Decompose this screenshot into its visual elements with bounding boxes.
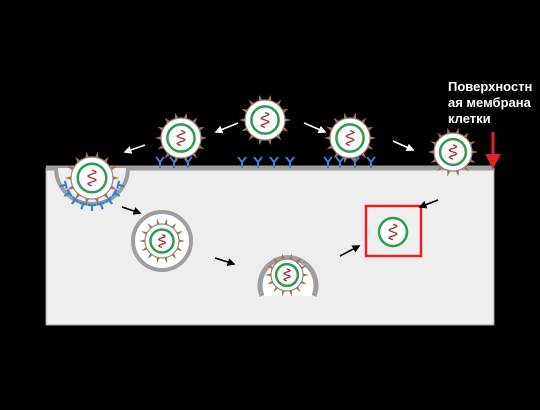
spike: [156, 218, 160, 225]
spike: [324, 136, 331, 140]
spike: [447, 170, 451, 177]
spike: [284, 118, 291, 122]
spike: [65, 176, 72, 180]
arrow-icon: [418, 199, 439, 209]
spike: [94, 197, 99, 205]
endocytic-pit: [54, 151, 130, 211]
membrane-pointer-arrow: [485, 132, 501, 169]
uncoated-capsid-icon: [377, 216, 409, 248]
receptor-icon: [66, 188, 73, 197]
spike: [282, 290, 285, 297]
receptor-icon: [71, 196, 80, 203]
spike: [94, 151, 99, 159]
arrow-icon: [121, 206, 142, 215]
receptor-icon: [269, 156, 279, 168]
genome-icon: [345, 129, 355, 147]
spike: [85, 151, 90, 159]
spike: [200, 136, 207, 140]
spike: [164, 257, 168, 264]
genome-icon: [388, 223, 398, 241]
receptor-icon: [79, 201, 88, 206]
receptor-icon: [323, 156, 333, 168]
arrow-icon: [214, 122, 239, 134]
spike: [352, 157, 357, 164]
receptor-icon: [237, 156, 247, 168]
membrane-label: Поверхностная мембрана клетки: [448, 79, 533, 126]
arrow-icon: [214, 257, 236, 266]
virus-particle-icon: [239, 94, 291, 146]
spike: [174, 157, 179, 164]
spike: [447, 127, 451, 134]
spike: [289, 253, 292, 260]
spike: [302, 273, 309, 277]
spike: [267, 280, 274, 285]
spike: [183, 112, 188, 119]
spike: [343, 112, 348, 119]
spike: [267, 139, 272, 146]
spike: [352, 112, 357, 119]
arrow-icon: [303, 122, 327, 134]
receptor-icon: [335, 156, 345, 168]
spike: [178, 239, 185, 243]
spike: [282, 253, 285, 260]
genome-icon: [86, 169, 98, 187]
arrow-icon: [123, 144, 146, 154]
spike: [174, 112, 179, 119]
spike: [267, 265, 274, 270]
virus-particle-icon: [265, 253, 309, 297]
spike: [139, 239, 146, 243]
spike: [265, 273, 272, 277]
spike: [155, 136, 162, 140]
flow-arrows: [121, 122, 439, 266]
spike: [258, 139, 263, 146]
spike: [267, 94, 272, 101]
pit-receptors: [59, 180, 125, 211]
receptor-icon: [63, 180, 68, 189]
spike: [300, 265, 307, 270]
spike: [156, 257, 160, 264]
spike: [369, 136, 376, 140]
spike: [258, 94, 263, 101]
genome-icon: [157, 233, 167, 249]
receptor-icon: [111, 188, 118, 197]
spike: [289, 290, 292, 297]
spike: [85, 197, 90, 205]
genome-icon: [260, 111, 270, 129]
cell-body: [45, 167, 495, 326]
receptor-icon: [96, 201, 105, 206]
virus-particle-icon: [139, 218, 185, 264]
spike: [471, 150, 478, 154]
arrow-icon: [392, 140, 415, 152]
uncoated-capsid-highlight-box: [364, 204, 423, 258]
spike: [343, 157, 348, 164]
genome-icon: [282, 268, 292, 282]
receptor-icon: [253, 156, 263, 168]
spike: [164, 218, 168, 225]
spike: [455, 127, 459, 134]
spike: [112, 176, 119, 180]
virus-particle-icon: [324, 112, 376, 164]
spike: [183, 157, 188, 164]
spike: [239, 118, 246, 122]
virus-particles: [155, 94, 478, 177]
spike: [300, 280, 307, 285]
arrow-icon: [339, 245, 361, 257]
receptor-icon: [366, 156, 376, 168]
virus-particle-icon: [428, 127, 478, 177]
receptor-icon: [104, 196, 113, 203]
genome-icon: [448, 144, 458, 160]
virus-particle-icon: [155, 112, 207, 164]
spike: [455, 170, 459, 177]
spike: [428, 150, 435, 154]
internalized-vesicles: [131, 210, 409, 297]
virus-particle-icon: [65, 151, 119, 205]
receptor-icon: [155, 156, 165, 168]
receptor-icon: [116, 180, 121, 189]
receptor-icon: [285, 156, 295, 168]
genome-icon: [176, 129, 186, 147]
